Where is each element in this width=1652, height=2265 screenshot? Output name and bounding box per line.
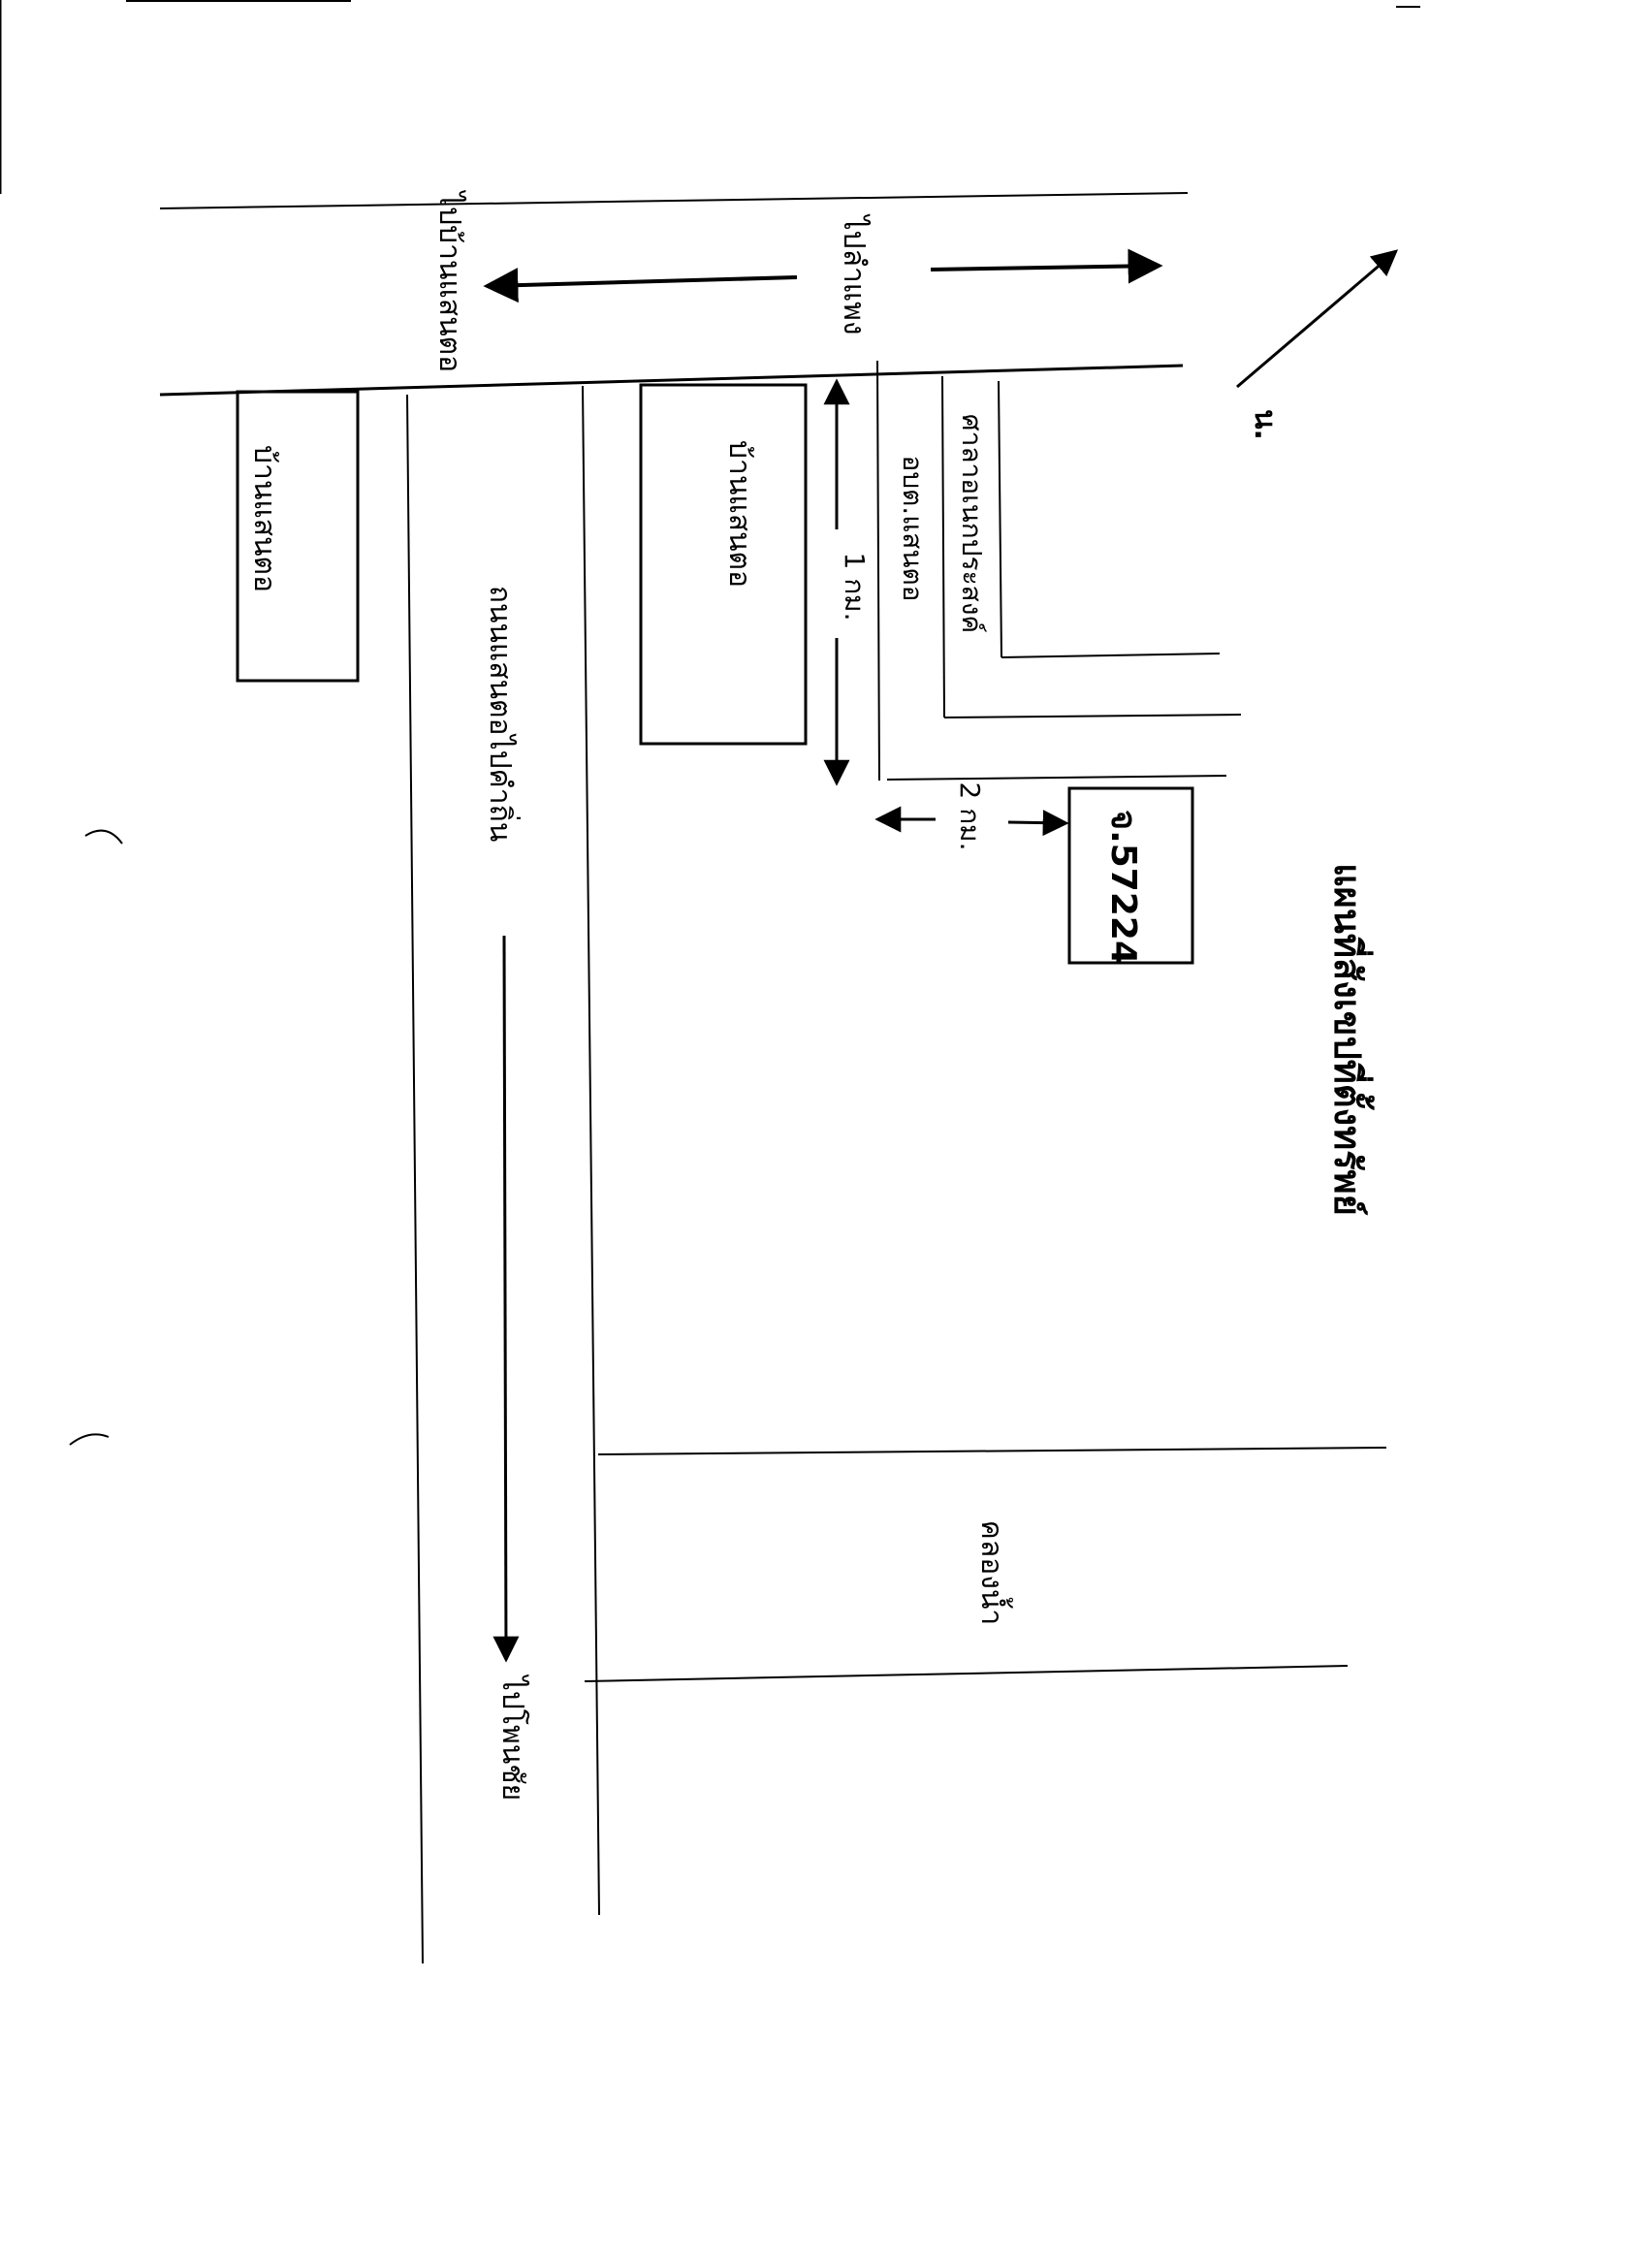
main-road-right-edge [582,385,600,1916]
arrow-to-pong-chai [492,935,520,1663]
main-road-left-edge [406,394,424,1964]
map-title: แผนที่สังเขปที่ตั้งทรัพย์ [1326,863,1369,1216]
label-canal: คลองน้ำ [974,1519,1008,1626]
label-plot-id: จ.57224 [1103,809,1143,966]
canal-upper-edge [597,1447,1387,1455]
label-north: น. [1248,409,1282,440]
plot-box [1067,786,1194,965]
label-village-left: บ้านแสนตอ [247,444,281,593]
label-to-ban-saen-tor: ไปบ้านแสนตอ [432,191,466,373]
scan-mark-1 [84,829,123,845]
side-road-line-2 [941,375,945,718]
top-road-upper-edge [159,192,1189,209]
label-dist-2km: 2 กม. [954,782,986,851]
label-road-saen-tor: ถนนแสนตอไปคำถิ่น [483,585,517,843]
side-road-line-2b [943,714,1242,718]
label-dist-1km: 1 กม. [839,552,871,622]
label-to-lamphaeng: ไปลำแพง [837,215,871,335]
side-road-line-3b [1001,653,1221,658]
village-box-right [639,383,808,746]
canal-lower-edge [584,1665,1349,1682]
label-to-pong-chai: ไปโพนชัย [495,1675,529,1802]
side-road-line-3 [998,380,1002,658]
side-road-line-1 [876,360,880,782]
label-village-right: บ้านแสนตอ [722,439,756,589]
arrow-to-lamphaeng [930,248,1163,284]
arrow-to-ban-saen-tor [483,268,798,303]
label-sao: อบต.แสนตอ [897,455,929,602]
scan-mark-2 [69,1433,110,1446]
top-road-lower-edge [159,364,1184,397]
dimension-2km-right [1007,810,1069,837]
village-box-left [236,390,360,683]
north-arrow [1236,249,1399,389]
label-shrine: ศาลาอเนกประสงค์ [956,413,988,634]
side-road-line-1b [886,775,1227,781]
